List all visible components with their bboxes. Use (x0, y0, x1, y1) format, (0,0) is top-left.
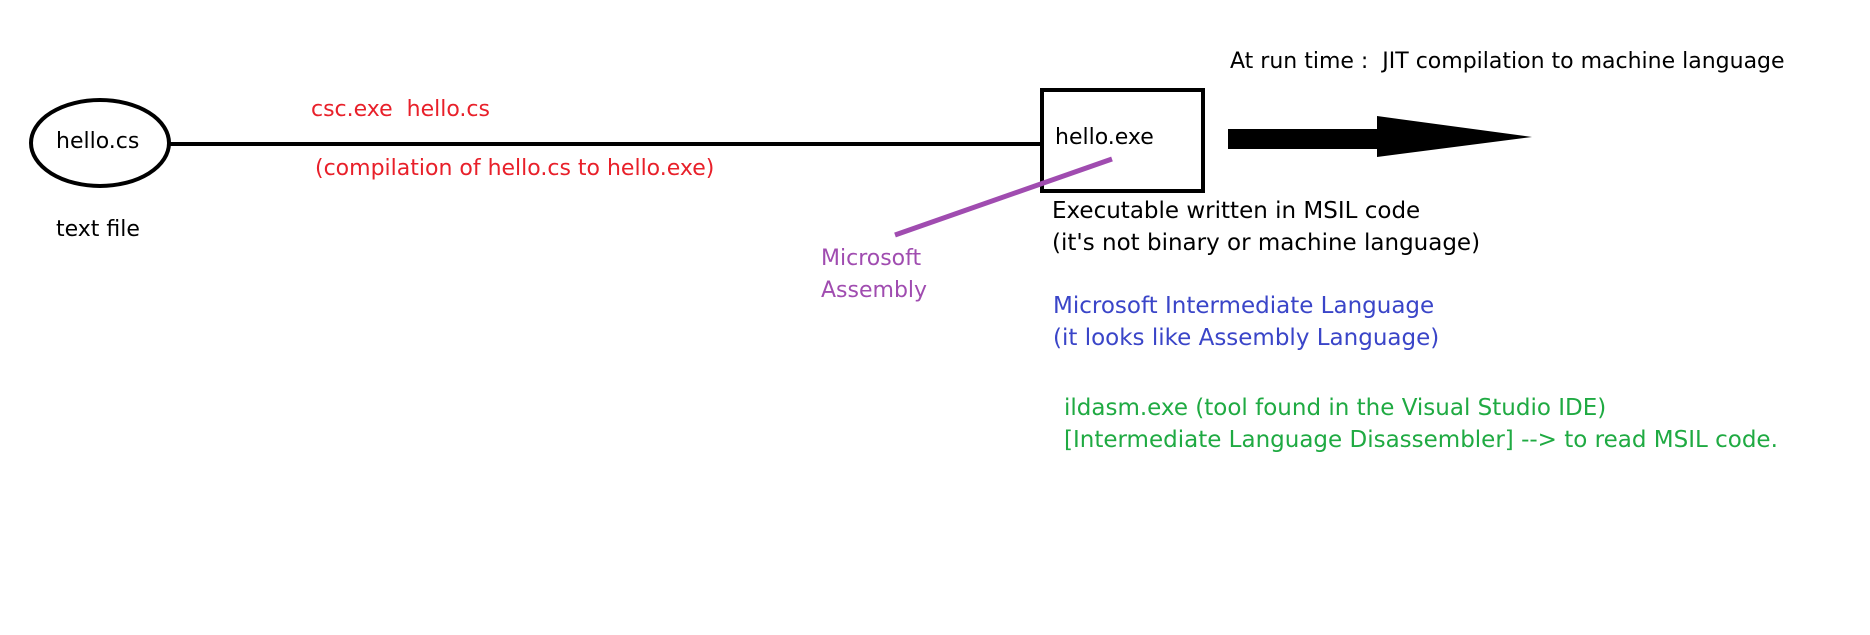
compile-description-label: (compilation of hello.cs to hello.exe) (315, 156, 715, 181)
runtime-label: At run time : JIT compilation to machine… (1230, 49, 1785, 74)
msil-notes: Microsoft Intermediate Language (it looks… (1053, 290, 1439, 354)
assembly-callout-line2: Assembly (821, 278, 928, 303)
ildasm-notes-line2: [Intermediate Language Disassembler] -->… (1064, 427, 1778, 453)
assembly-callout-line1: Microsoft (821, 246, 922, 271)
ildasm-notes-line1: ildasm.exe (tool found in the Visual Stu… (1064, 395, 1607, 421)
ildasm-notes: ildasm.exe (tool found in the Visual Stu… (1064, 392, 1778, 456)
assembly-pointer-line (894, 156, 1113, 238)
exe-notes-line2: (it's not binary or machine language) (1052, 230, 1481, 256)
source-node-label: hello.cs (56, 129, 140, 154)
exe-notes-line1: Executable written in MSIL code (1052, 198, 1421, 224)
msil-notes-line1: Microsoft Intermediate Language (1053, 293, 1435, 319)
runtime-arrow-head (1377, 116, 1532, 157)
msil-notes-line2: (it looks like Assembly Language) (1053, 325, 1440, 351)
output-node-box (1040, 88, 1205, 193)
compile-command-label: csc.exe hello.cs (311, 97, 490, 122)
source-node-caption: text file (56, 217, 140, 242)
runtime-arrow-shaft (1228, 129, 1380, 149)
exe-notes: Executable written in MSIL code (it's not… (1052, 195, 1480, 259)
output-node-label: hello.exe (1055, 125, 1154, 150)
